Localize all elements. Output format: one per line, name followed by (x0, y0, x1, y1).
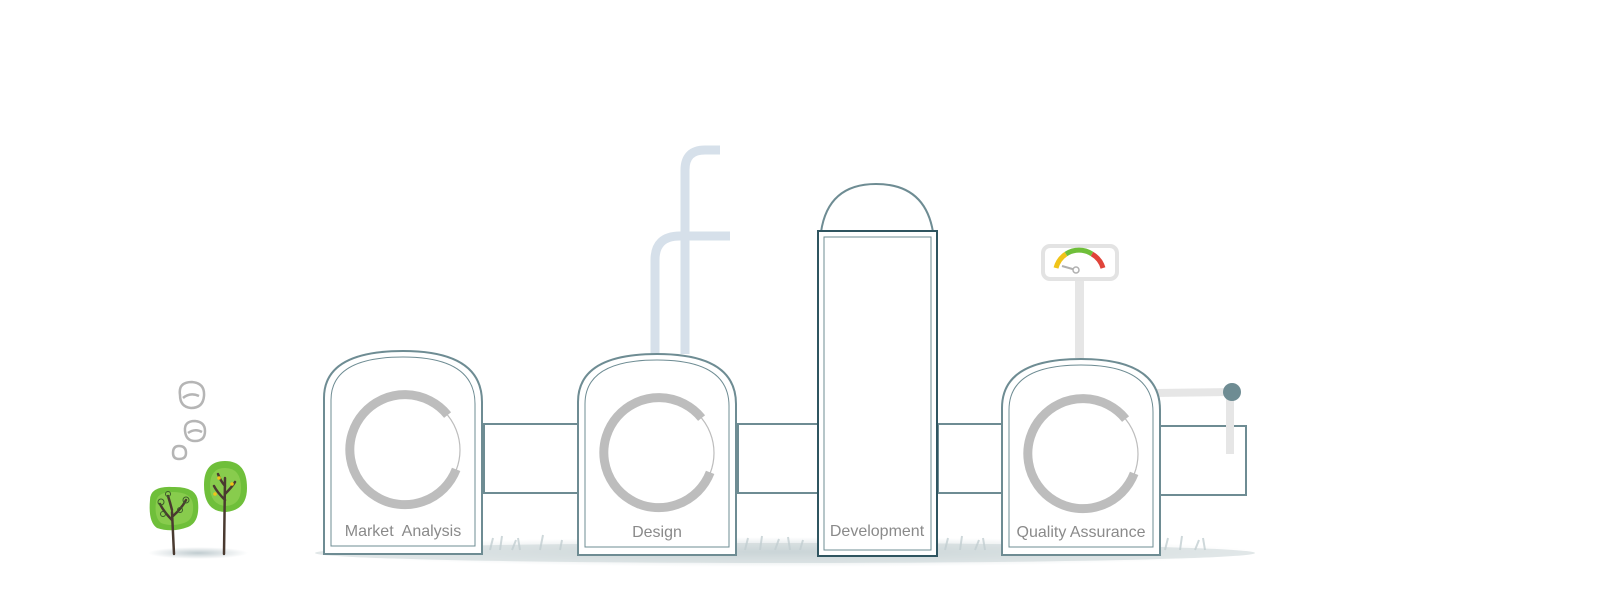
stage-development: Development (817, 182, 938, 557)
stage-label-market-analysis: Market Analysis (345, 523, 461, 540)
stage-label-development: Development (830, 523, 925, 540)
dome (820, 182, 934, 233)
chimney-pipes (650, 145, 730, 354)
stage-label-design: Design (632, 524, 682, 541)
ring-icon (1023, 394, 1139, 514)
pipe-connector-3 (937, 423, 1003, 494)
stage-quality-assurance: Quality Assurance (1001, 357, 1161, 556)
smoke-bubbles (171, 380, 207, 461)
ring-icon (345, 390, 461, 510)
valve-pipe (1154, 383, 1241, 454)
trees-illustration (148, 461, 248, 559)
stage-label-quality-assurance: Quality Assurance (1017, 524, 1146, 541)
connector-pipes (483, 423, 1247, 496)
chimney-pipe-right (680, 145, 720, 354)
pipe-connector-1 (483, 423, 579, 494)
pressure-gauge (1041, 244, 1119, 358)
stage-design: Design (577, 352, 737, 556)
chimney-pipe-left (650, 231, 730, 354)
stage-market-analysis: Market Analysis (323, 349, 483, 555)
valve-knob-icon (1223, 383, 1241, 401)
ring-icon (599, 393, 715, 513)
pipe-connector-2 (737, 423, 819, 494)
